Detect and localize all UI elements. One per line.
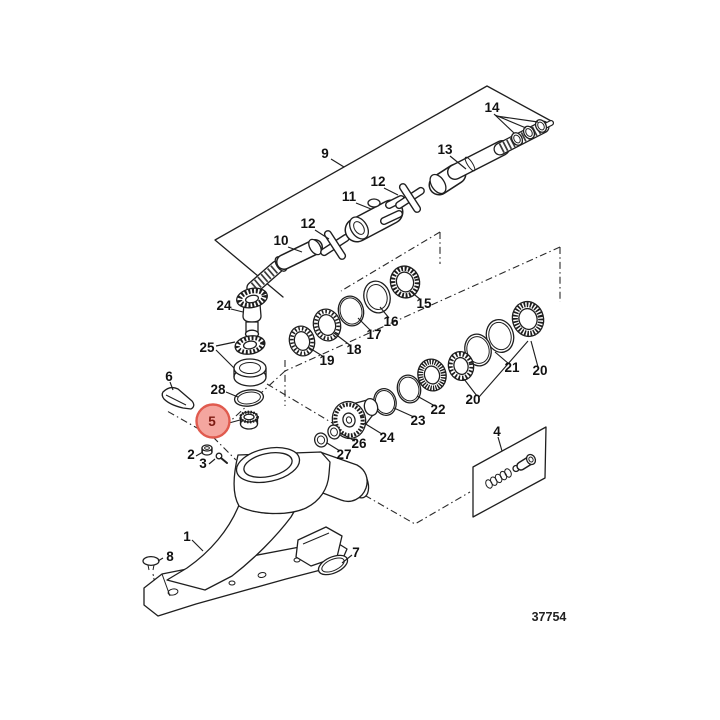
part-6-wedge [161, 386, 195, 410]
part-10-sliding-yoke [246, 238, 323, 295]
callout-25[interactable]: 25 [199, 340, 215, 355]
part-20-roller-bearing [417, 358, 447, 392]
assembly-boundary-9 [214, 85, 554, 298]
part-1-driveshaft-housing [143, 446, 370, 617]
drawing-number: 37754 [532, 610, 567, 624]
part-15-gear-ring [389, 265, 421, 299]
part-21-ring [485, 319, 515, 353]
callout-21[interactable]: 21 [504, 360, 520, 375]
callout-27[interactable]: 27 [336, 447, 351, 462]
part-17-oring [337, 295, 365, 327]
kit-spring [485, 468, 512, 489]
callout-1[interactable]: 1 [183, 529, 191, 544]
leader-lines [157, 113, 539, 564]
callout-23[interactable]: 23 [410, 413, 426, 428]
callout-20-right[interactable]: 20 [532, 363, 547, 378]
callout-8[interactable]: 8 [166, 549, 174, 564]
part-12-ujoint-cross-upper [395, 183, 425, 213]
callout-11[interactable]: 11 [342, 189, 357, 204]
part-14-orings [510, 119, 548, 146]
callout-labels: 9 14 13 12 11 12 10 15 16 17 18 19 20 21… [165, 100, 547, 564]
part-25-bearing-cup [233, 358, 267, 387]
part-11-coupling-yoke [344, 195, 405, 243]
callout-6[interactable]: 6 [165, 369, 173, 384]
part-27-nut [314, 432, 328, 448]
callout-22[interactable]: 22 [430, 402, 445, 417]
part-25-tapered-bearing [234, 335, 266, 355]
part-24-pinion-gear [236, 287, 268, 339]
selected-part-highlight[interactable] [195, 403, 231, 439]
callout-26[interactable]: 26 [351, 436, 367, 451]
part-18-seal-ring [312, 308, 342, 342]
callout-18[interactable]: 18 [346, 342, 362, 357]
part-19-seal-ring [288, 325, 316, 357]
callout-24-pinion[interactable]: 24 [216, 298, 232, 313]
callout-9[interactable]: 9 [321, 146, 329, 161]
callout-12-lower[interactable]: 12 [300, 216, 315, 231]
callout-13[interactable]: 13 [437, 142, 453, 157]
kit-plug [516, 453, 537, 471]
part-16-ring [363, 280, 391, 314]
callout-17[interactable]: 17 [366, 327, 381, 342]
part-2-nut [201, 444, 213, 456]
callout-5[interactable]: 5 [208, 414, 216, 429]
callout-20-left[interactable]: 20 [465, 392, 480, 407]
callout-4[interactable]: 4 [493, 424, 501, 439]
part-28-oring [233, 389, 265, 407]
part-12-ujoint-cross-lower [320, 230, 350, 260]
callout-2[interactable]: 2 [187, 447, 195, 462]
callout-24-gear[interactable]: 24 [379, 430, 395, 445]
callout-15[interactable]: 15 [416, 296, 432, 311]
callout-7[interactable]: 7 [352, 545, 360, 560]
callout-12-upper[interactable]: 12 [370, 174, 385, 189]
part-4-repair-kit [472, 426, 547, 518]
part-24-driven-gear [331, 397, 379, 440]
callout-19[interactable]: 19 [319, 353, 334, 368]
part-26-washer [327, 424, 341, 440]
part-3-screw [215, 452, 228, 464]
part-20-knurled-bearing-cup [511, 300, 545, 338]
callout-14[interactable]: 14 [484, 100, 500, 115]
part-22-oring [396, 374, 422, 404]
callout-10[interactable]: 10 [273, 233, 288, 248]
callout-28[interactable]: 28 [210, 382, 226, 397]
part-20-tapered-cone [447, 350, 475, 382]
callout-3[interactable]: 3 [199, 456, 207, 471]
callout-16[interactable]: 16 [383, 314, 399, 329]
part-5-bushing [239, 410, 259, 430]
